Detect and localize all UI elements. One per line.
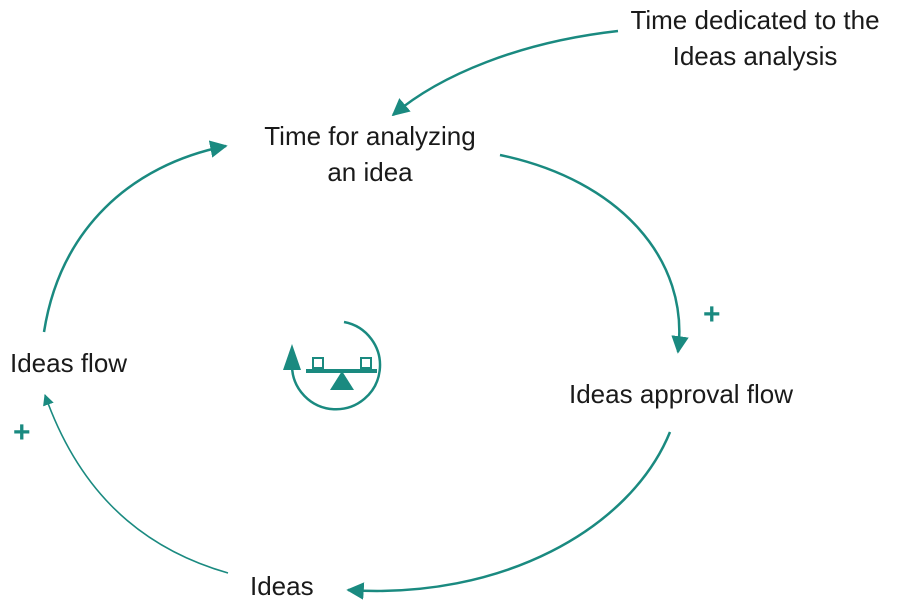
polarity-to-approval-flow: + (703, 298, 721, 331)
node-time-dedicated-line-2: Ideas analysis (672, 41, 838, 71)
arrow-approval-flow-to-ideas (346, 431, 672, 600)
node-ideas-approval-flow: Ideas approval flow (569, 379, 794, 409)
node-time-for-analyzing: Time for analyzing an idea (240, 118, 500, 190)
node-time-dedicated: Time dedicated to the Ideas analysis (620, 2, 890, 74)
arrow-time-for-analyzing-to-approval-flow (499, 153, 689, 354)
node-ideas-flow: Ideas flow (10, 348, 128, 378)
arrow-time-dedicated-to-time-for-analyzing (391, 29, 619, 117)
node-ideas: Ideas (250, 571, 314, 601)
node-time-for-analyzing-line-2: an idea (327, 157, 413, 187)
polarity-to-ideas-flow: + (13, 416, 31, 449)
arrow-ideas-flow-to-time-for-analyzing (42, 140, 228, 333)
node-time-dedicated-line-1: Time dedicated to the (630, 5, 880, 35)
arrow-ideas-to-ideas-flow (43, 393, 229, 574)
balancing-loop-seesaw-icon (283, 320, 382, 411)
node-time-for-analyzing-line-1: Time for analyzing (264, 121, 476, 151)
